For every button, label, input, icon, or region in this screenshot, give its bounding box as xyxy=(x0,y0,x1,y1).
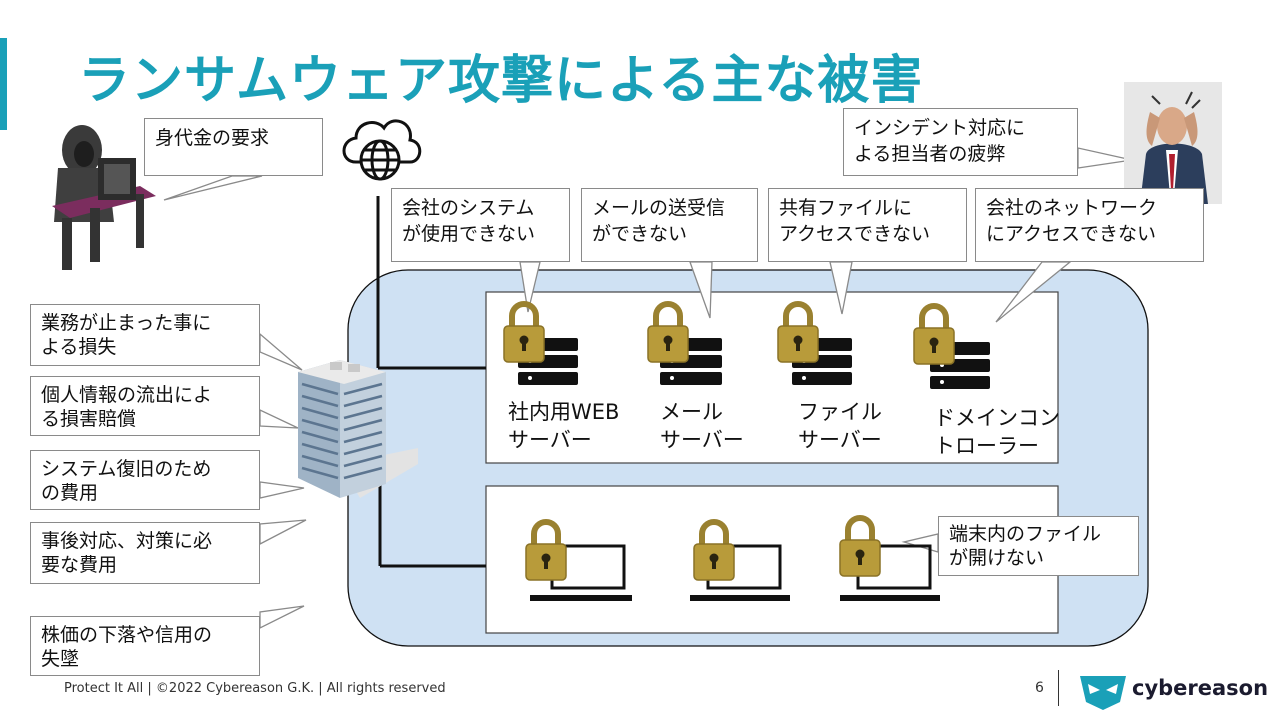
stressed-person-image xyxy=(1124,82,1222,204)
server-label-mail: メール サーバー xyxy=(660,400,744,452)
network-lines xyxy=(376,196,486,568)
damage-item-response-cost: 事後対応、対策に必 要な費用 xyxy=(30,522,260,584)
damage-item-business-loss: 業務が止まった事に よる損失 xyxy=(30,304,260,366)
callout-mail-unavailable: メールの送受信 ができない xyxy=(581,188,758,262)
callout-network-unavailable: 会社のネットワーク にアクセスできない xyxy=(975,188,1204,262)
footer-divider xyxy=(1058,670,1059,706)
server-label-domain-controller: ドメインコン トローラー xyxy=(934,406,1060,458)
cloud-globe-icon xyxy=(342,119,422,181)
callout-staff-fatigue: インシデント対応に よる担当者の疲弊 xyxy=(843,108,1078,176)
callout-terminal-files: 端末内のファイル が開けない xyxy=(938,516,1139,576)
server-label-web: 社内用WEB サーバー xyxy=(508,400,620,452)
office-building-icon xyxy=(298,360,418,498)
cybereason-logo-icon xyxy=(1080,676,1126,710)
callout-pointers xyxy=(163,147,1133,630)
callout-file-unavailable: 共有ファイルに アクセスできない xyxy=(768,188,967,262)
laptop-icons xyxy=(530,544,940,601)
callout-system-unavailable: 会社のシステム が使用できない xyxy=(391,188,570,262)
hacker-icon xyxy=(52,125,156,270)
page-number: 6 xyxy=(1035,680,1044,696)
server-label-file: ファイル サーバー xyxy=(798,400,882,452)
page-title: ランサムウェア攻撃による主な被害 xyxy=(78,51,924,111)
callout-ransom-demand: 身代金の要求 xyxy=(144,118,323,176)
damage-item-recovery-cost: システム復旧のため の費用 xyxy=(30,450,260,510)
damage-item-data-leak: 個人情報の流出によ る損害賠償 xyxy=(30,376,260,436)
footer-copyright: Protect It All | ©2022 Cybereason G.K. |… xyxy=(64,681,446,696)
brand-name: cybereason xyxy=(1132,676,1269,700)
server-stack-icons xyxy=(518,338,990,389)
title-accent-bar xyxy=(0,38,7,130)
damage-item-reputation: 株価の下落や信用の 失墜 xyxy=(30,616,260,676)
